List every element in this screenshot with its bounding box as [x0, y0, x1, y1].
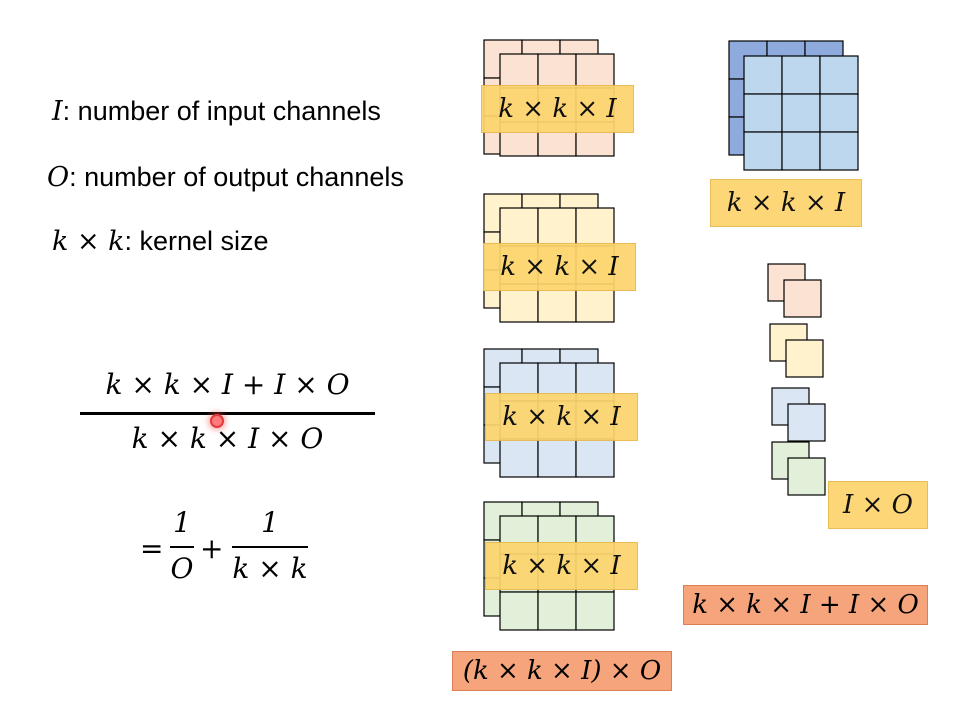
grid-cell — [537, 591, 577, 631]
grid-cell — [575, 207, 615, 247]
filter-label-1: k × k × I — [481, 85, 634, 133]
grid-cell — [819, 93, 859, 133]
term2-denominator: k × k — [232, 552, 308, 585]
pointwise-blue-front — [787, 403, 826, 442]
grid-cell — [781, 93, 821, 133]
def-input-channels: I: number of input channels — [52, 96, 381, 127]
pointwise-green-front — [787, 457, 826, 496]
grid-cell — [499, 438, 539, 478]
grid-cell — [537, 207, 577, 247]
grid-cell — [499, 53, 539, 89]
grid-cell — [499, 591, 539, 631]
ratio-numerator: k × k × I + I × O — [105, 368, 350, 401]
cursor-pointer — [210, 414, 224, 428]
grid-cell — [781, 131, 821, 171]
term1-bar — [170, 546, 194, 548]
def-kernel-size: k × k: kernel size — [52, 226, 269, 257]
term2-bar — [232, 546, 308, 548]
depthwise-front-grid — [743, 55, 859, 171]
def-text: : number of output channels — [69, 162, 404, 192]
def-symbol: O — [47, 162, 70, 193]
term1-numerator: 1 — [173, 506, 191, 539]
def-symbol: I — [52, 96, 63, 127]
filter-label-2: k × k × I — [483, 243, 636, 291]
grid-cell — [819, 131, 859, 171]
grid-cell — [575, 591, 615, 631]
grid-cell — [537, 438, 577, 478]
def-output-channels: O: number of output channels — [47, 162, 404, 193]
grid-cell — [575, 438, 615, 478]
grid-cell — [743, 131, 783, 171]
term2-numerator: 1 — [261, 506, 279, 539]
pointwise-orange-front — [783, 279, 822, 318]
grid-cell — [743, 55, 783, 95]
def-text: : kernel size — [124, 226, 269, 256]
grid-cell — [537, 53, 577, 89]
depthwise-label: k × k × I — [710, 179, 862, 227]
filter-label-3: k × k × I — [485, 393, 638, 441]
filter-label-4: k × k × I — [485, 542, 638, 590]
grid-cell — [743, 93, 783, 133]
ratio-denominator: k × k × I × O — [131, 422, 324, 455]
term1-denominator: O — [170, 552, 194, 585]
pointwise-label: I × O — [828, 481, 928, 529]
grid-cell — [575, 53, 615, 89]
grid-cell — [499, 207, 539, 247]
standard-conv-total: (k × k × I) × O — [452, 651, 672, 691]
separable-conv-total: k × k × I + I × O — [683, 585, 928, 625]
depthwise-kernel — [728, 40, 859, 171]
plus-sign: + — [200, 532, 224, 565]
pointwise-kernels — [767, 263, 826, 496]
pointwise-yellow-front — [785, 339, 824, 378]
grid-cell — [819, 55, 859, 95]
def-text: : number of input channels — [62, 96, 381, 126]
ratio-fraction-bar — [80, 412, 375, 415]
equals-sign: = — [140, 532, 164, 565]
grid-cell — [781, 55, 821, 95]
def-symbol: k × k — [52, 226, 125, 257]
